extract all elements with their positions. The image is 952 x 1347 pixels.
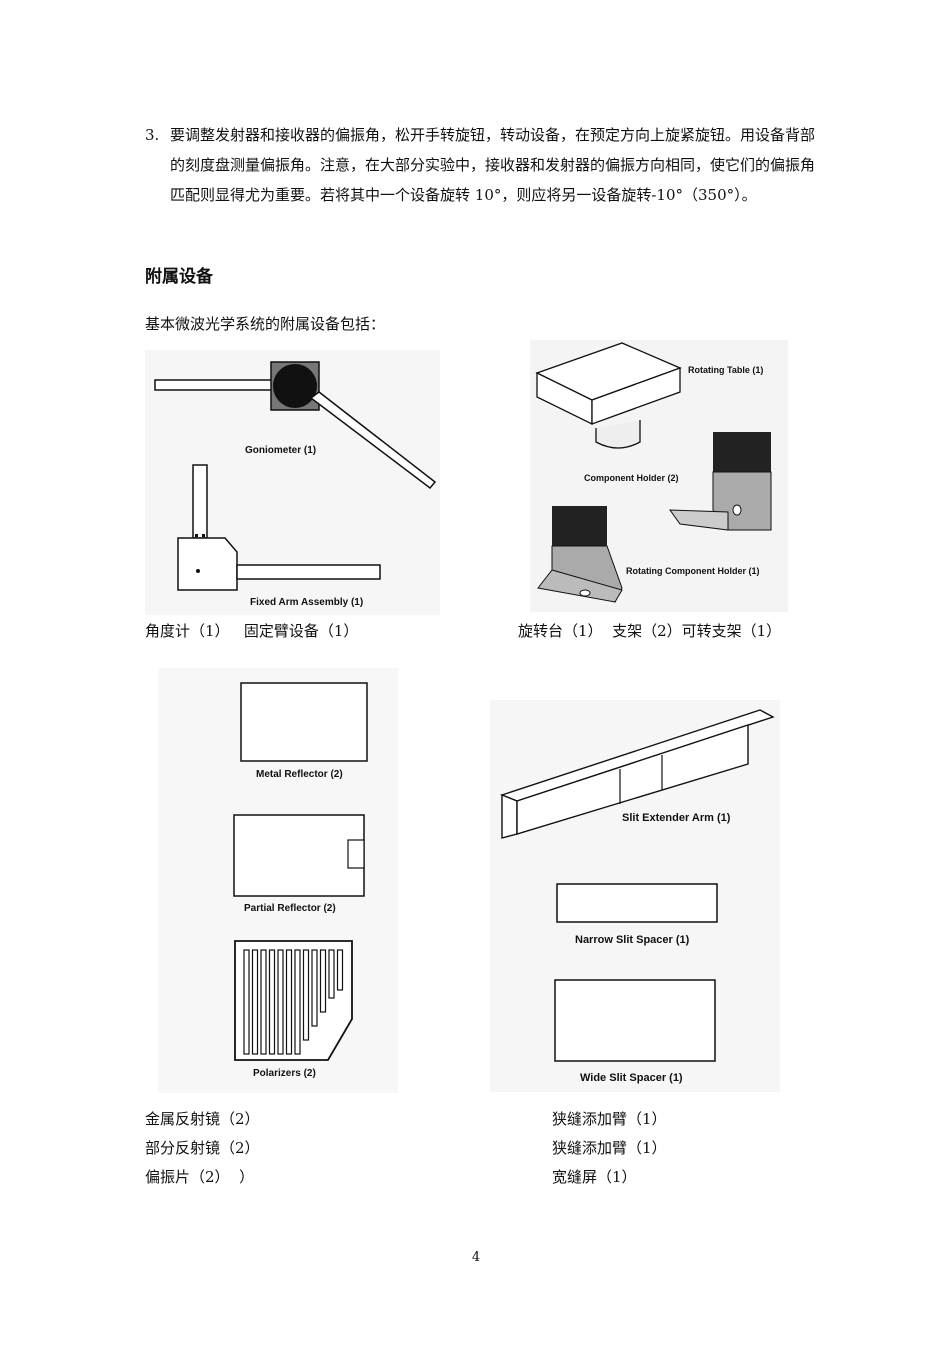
metal-reflector-label: Metal Reflector (2) [256,769,343,780]
polarizer-slat [328,949,335,999]
reflectors-figure: Metal Reflector (2) Partial Reflector (2… [158,668,398,1093]
polarizer-slat [268,949,276,1055]
polarizer-slat [285,949,293,1055]
rotating-table-figure: Rotating Table (1) Component Holder (2) … [530,340,788,612]
caption-right-3: 宽缝屏（1） [552,1168,637,1186]
caption-left-1: 金属反射镜（2） [145,1110,260,1128]
caption-right-2: 狭缝添加臂（1） [552,1139,667,1157]
caption-left-3: 偏振片（2） ） [145,1168,255,1186]
wide-slit-label: Wide Slit Spacer (1) [580,1072,683,1084]
instruction-paragraph: 3. 要调整发射器和接收器的偏振角，松开手转旋钮，转动设备，在预定方向上旋紧旋钮… [145,120,815,210]
caption-row1-left: 角度计（1） 固定臂设备（1） [145,622,359,640]
polarizer-slat [260,949,267,1055]
slit-figure: Slit Extender Arm (1) Narrow Slit Spacer… [490,700,780,1092]
polarizer-slat [294,949,301,1055]
caption-right-1: 狭缝添加臂（1） [552,1110,667,1128]
page-number: 4 [471,1250,481,1265]
goniometer-label: Goniometer (1) [245,445,316,456]
caption-row1-right: 旋转台（1） 支架（2）可转支架（1） [518,622,782,640]
section-heading: 附属设备 [145,267,213,287]
polarizer-slat [302,949,310,1041]
narrow-slit-label: Narrow Slit Spacer (1) [575,934,690,946]
polarizer-slat [251,949,259,1055]
step-text: 要调整发射器和接收器的偏振角，松开手转旋钮，转动设备，在预定方向上旋紧旋钮。用设… [170,126,816,204]
intro-text: 基本微波光学系统的附属设备包括： [145,315,386,333]
rotating-table-label: Rotating Table (1) [688,365,763,375]
slit-extender-label: Slit Extender Arm (1) [622,812,731,824]
polarizer-slats [243,949,344,1055]
caption-left-2: 部分反射镜（2） [145,1139,260,1157]
rotating-component-holder-label: Rotating Component Holder (1) [626,566,760,576]
polarizer-slat [243,949,250,1055]
step-number: 3. [145,126,160,144]
partial-reflector-label: Partial Reflector (2) [244,903,336,914]
goniometer-figure: Goniometer (1) Fixed Arm Assembly (1) [145,350,440,615]
polarizer-slat [319,949,327,1013]
polarizer-slat [277,949,284,1055]
polarizer-slat [336,949,344,991]
polarizers-label: Polarizers (2) [253,1068,316,1079]
polarizer-slat [311,949,318,1027]
fixed-arm-label: Fixed Arm Assembly (1) [250,597,363,608]
component-holder-label: Component Holder (2) [584,473,679,483]
